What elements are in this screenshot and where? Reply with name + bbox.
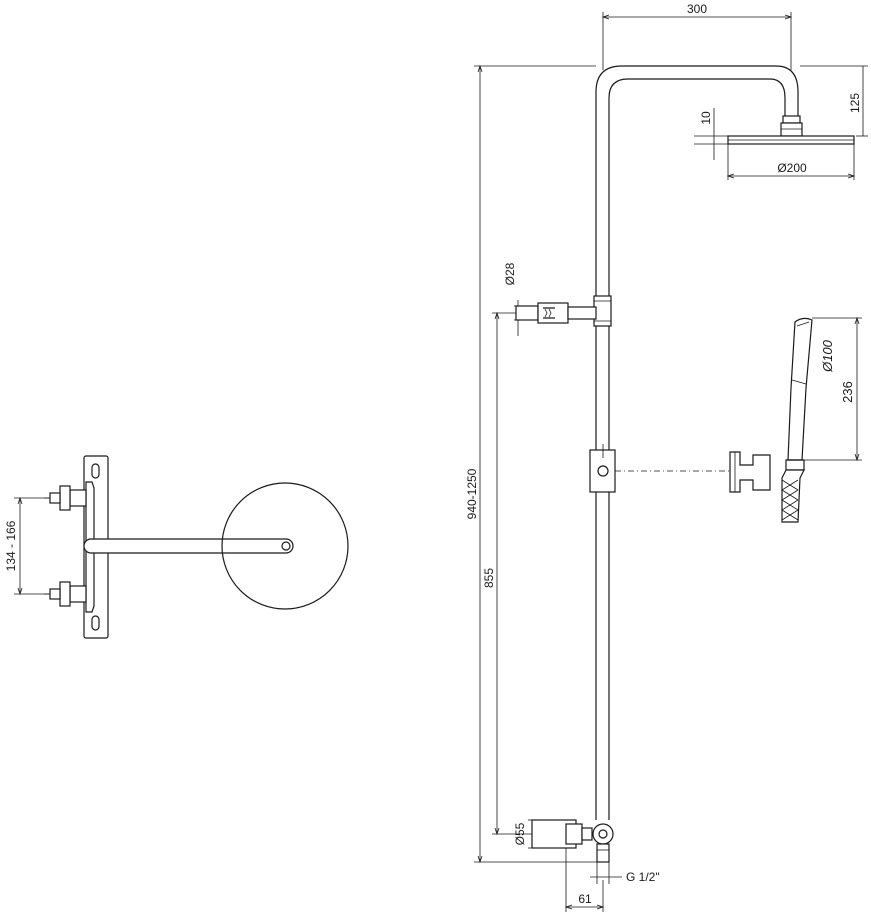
front-view — [515, 65, 855, 863]
upper-inlet — [44, 485, 87, 511]
head-diameter-label: Ø200 — [777, 161, 807, 175]
total-height-label: 940-1250 — [465, 468, 479, 519]
top-view-arm — [83, 538, 294, 554]
inlet-centres-dimension: 134 - 166 — [4, 496, 50, 596]
inlet-centres-label: 134 - 166 — [4, 520, 18, 571]
mixer-diameter-label: Ø55 — [513, 822, 527, 845]
head-drop-label: 125 — [848, 93, 862, 113]
top-view-head-disc — [221, 482, 349, 610]
thread-label: G 1/2" — [626, 870, 660, 884]
bar-diameter-label: Ø28 — [503, 262, 517, 285]
bottom-mixer — [531, 819, 614, 863]
wall-bracket — [515, 302, 597, 324]
plate-slot-top — [91, 463, 100, 479]
hand-shower — [729, 317, 813, 523]
dimension-lines — [474, 12, 868, 912]
head-thickness-label: 10 — [699, 111, 713, 125]
plate-slot-bottom — [91, 615, 100, 631]
outlet-height-label: 855 — [482, 568, 496, 588]
lower-inlet — [44, 581, 87, 607]
hand-diameter-label: Ø100 — [820, 339, 835, 373]
top-view: 134 - 166 — [4, 455, 349, 639]
hand-length-label: 236 — [840, 381, 855, 403]
shower-arm-pipe — [595, 65, 799, 296]
projection-label: 61 — [578, 892, 592, 906]
arm-width-label: 300 — [687, 2, 707, 16]
slider — [589, 444, 730, 493]
dimension-labels: 300 125 10 Ø200 Ø28 940-1250 855 Ø100 23… — [465, 2, 862, 906]
